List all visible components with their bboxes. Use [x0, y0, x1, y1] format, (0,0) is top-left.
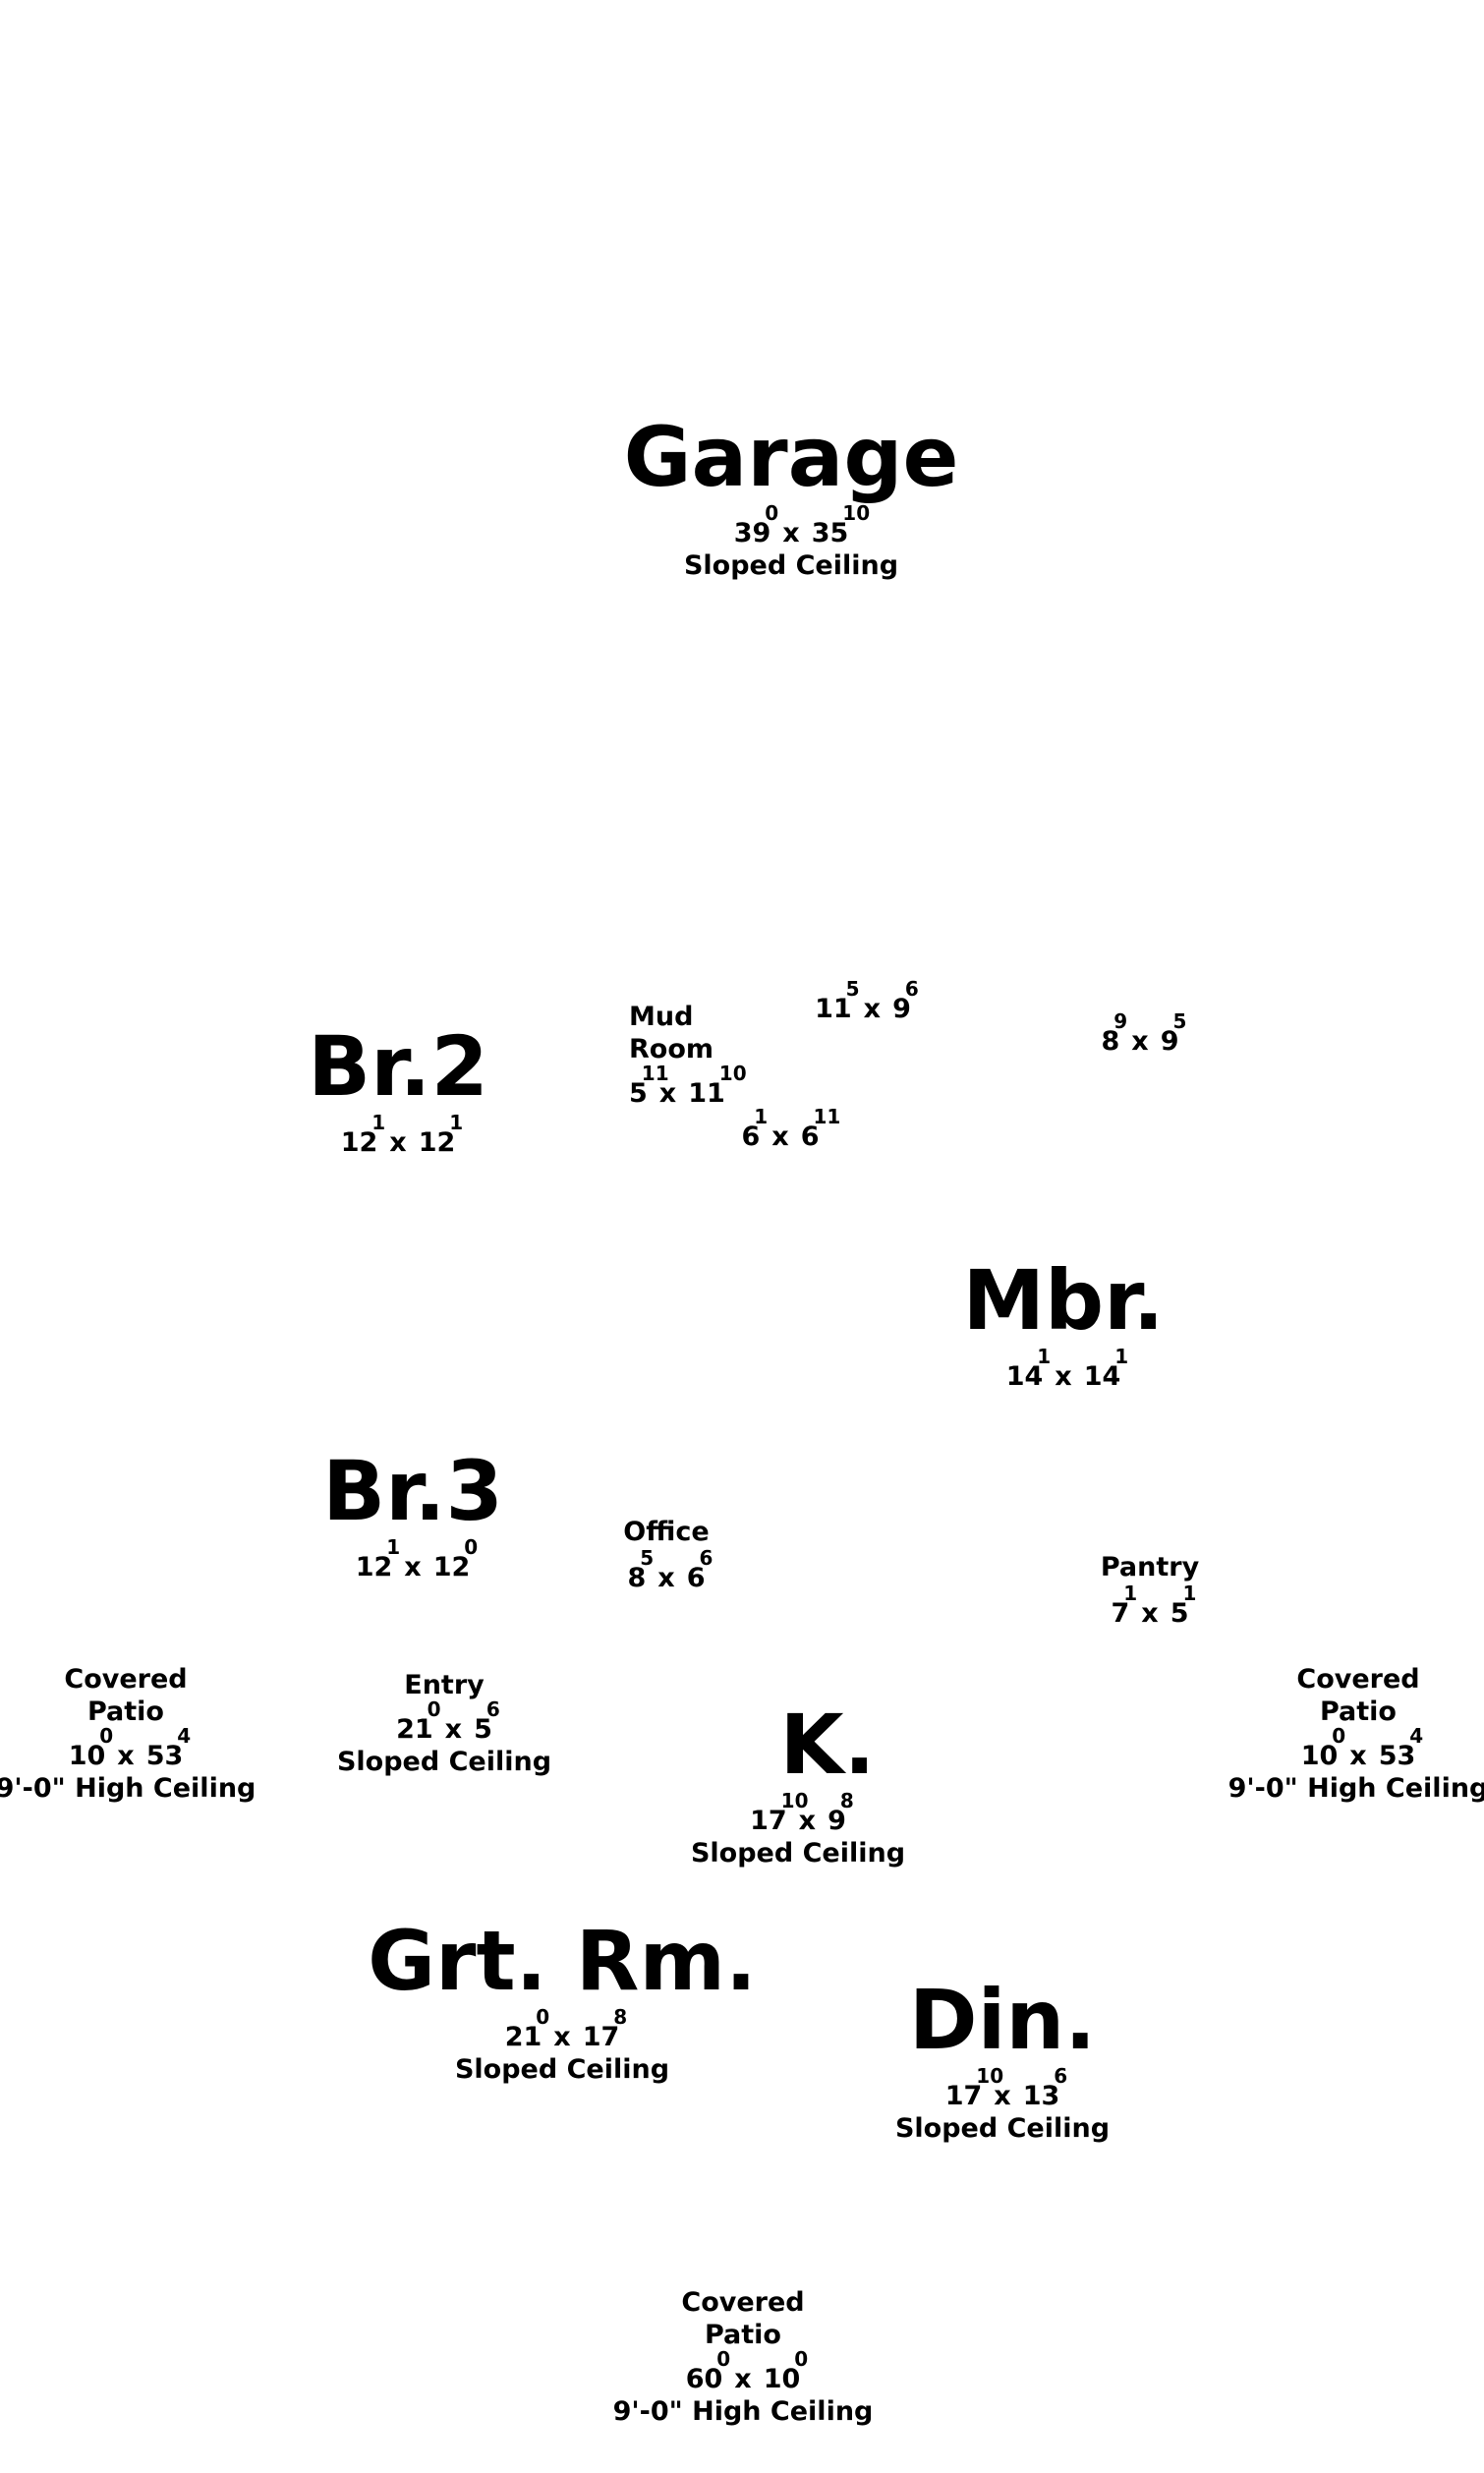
room-name-line-1: Covered: [64, 1664, 188, 1695]
room-name: Office: [623, 1517, 710, 1547]
room-name-line-2: Room: [629, 1034, 714, 1064]
room-name-line-1: Mud: [629, 1002, 694, 1032]
room-name: Din.: [908, 1972, 1097, 2068]
room-name: K.: [779, 1697, 876, 1793]
room-name: Pantry: [1100, 1552, 1200, 1582]
ceiling-note: Sloped Ceiling: [894, 2113, 1111, 2144]
ceiling-note: Sloped Ceiling: [683, 550, 899, 581]
room-name: Garage: [623, 409, 959, 505]
room-name: Br.2: [308, 1018, 488, 1115]
ceiling-note: Sloped Ceiling: [454, 2054, 670, 2085]
ceiling-note: Sloped Ceiling: [690, 1838, 906, 1869]
ceiling-note: 9'-0" High Ceiling: [1227, 1773, 1484, 1804]
ceiling-note: 9'-0" High Ceiling: [0, 1773, 257, 1804]
room-name: Br.3: [322, 1443, 503, 1539]
ceiling-note: 9'-0" High Ceiling: [612, 2396, 874, 2427]
room-name-line-1: Covered: [681, 2287, 805, 2318]
room-name: Entry: [404, 1670, 485, 1700]
room-name-line-2: Patio: [1319, 1697, 1397, 1727]
room-name-line-2: Patio: [86, 1697, 164, 1727]
room-name-line-1: Covered: [1296, 1664, 1420, 1695]
room-name: Grt. Rm.: [368, 1913, 757, 2009]
room-name: Mbr.: [962, 1252, 1165, 1349]
ceiling-note: Sloped Ceiling: [336, 1747, 552, 1777]
room-name-line-2: Patio: [704, 2320, 781, 2350]
